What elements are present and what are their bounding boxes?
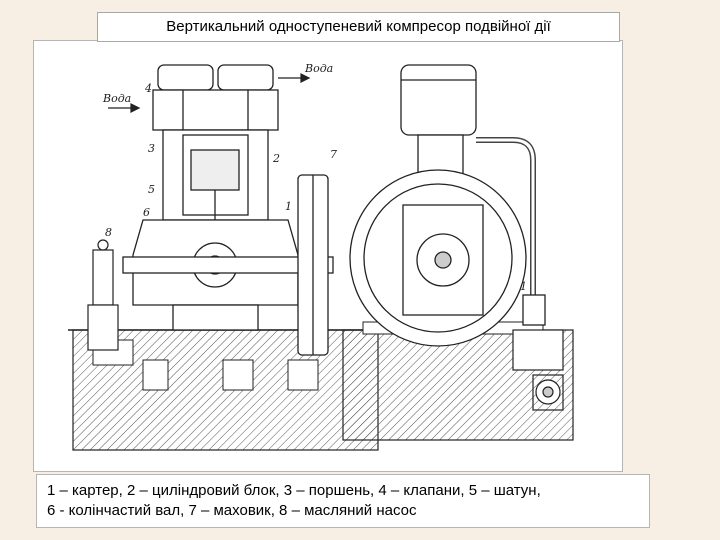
label-6: 6 bbox=[143, 206, 150, 219]
compressor-front-view bbox=[349, 64, 546, 347]
label-7: 7 bbox=[330, 148, 337, 161]
flywheel-side-view bbox=[297, 174, 329, 356]
slide-title: Вертикальний одноступеневий компресор по… bbox=[97, 12, 620, 42]
label-1: 1 bbox=[285, 200, 292, 213]
label-1b: 1 bbox=[520, 280, 527, 293]
caption: 1 – картер, 2 – циліндровий блок, 3 – по… bbox=[36, 474, 650, 528]
cylinder-block-section bbox=[122, 64, 334, 331]
label-4: 4 bbox=[144, 82, 152, 95]
compressor-drawing: Вода Вода 4 3 2 5 6 1 8 7 1 bbox=[68, 62, 574, 451]
label-water-in: Вода bbox=[102, 92, 131, 105]
label-8: 8 bbox=[105, 226, 112, 239]
label-2: 2 bbox=[272, 152, 280, 165]
caption-line-2: 6 - колінчастий вал, 7 – маховик, 8 – ма… bbox=[47, 502, 417, 519]
oil-pump bbox=[87, 239, 119, 351]
label-3: 3 bbox=[148, 142, 155, 155]
water-arrows bbox=[108, 73, 311, 113]
caption-line-1: 1 – картер, 2 – циліндровий блок, 3 – по… bbox=[47, 482, 541, 499]
label-5: 5 bbox=[148, 183, 155, 196]
label-water-out: Вода bbox=[304, 62, 333, 75]
inlet-pipe-detail bbox=[512, 329, 564, 411]
